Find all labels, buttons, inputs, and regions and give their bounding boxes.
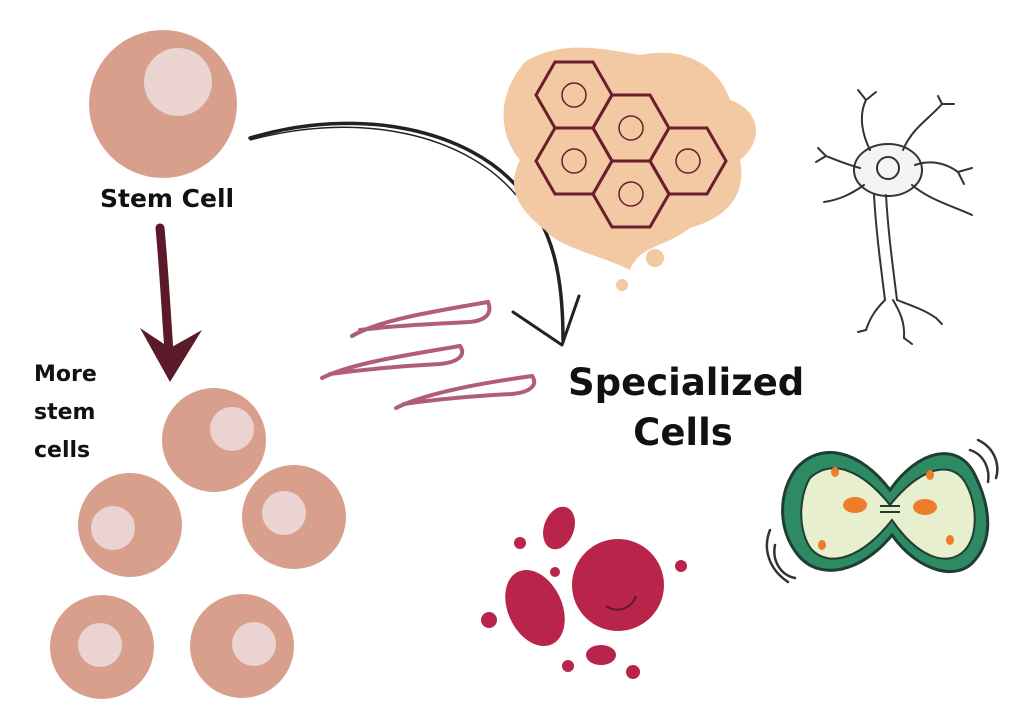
specialization-arrow [248,121,581,347]
muscle-fibers [320,299,537,410]
stem-cell-copy [190,594,294,698]
tissue-blob [503,47,757,270]
red-blood-cell [586,645,616,665]
stem-cell-copy [242,465,346,569]
stem-cell-copy [50,595,154,699]
red-blood-cell [572,539,664,631]
epithelial-tissue [503,47,757,291]
red-blood-cells [481,506,687,679]
neuron-soma [853,143,923,197]
stem-cell-copy [162,388,266,492]
more-stem-cells-label: More stem cells [34,362,97,463]
neuron [815,89,973,345]
more-stem-cells [50,388,346,699]
red-blood-cell [505,569,565,647]
dividing-plant-cell [765,438,999,584]
stem-cell-copy [78,473,182,577]
division-arrow [140,223,202,382]
specialized-cells-label: Specialized Cells [568,361,805,454]
stem-cell [89,30,237,178]
stem-cell-label: Stem Cell [100,184,235,213]
red-blood-cell [543,506,575,550]
stem-cell-nucleus [144,48,212,116]
